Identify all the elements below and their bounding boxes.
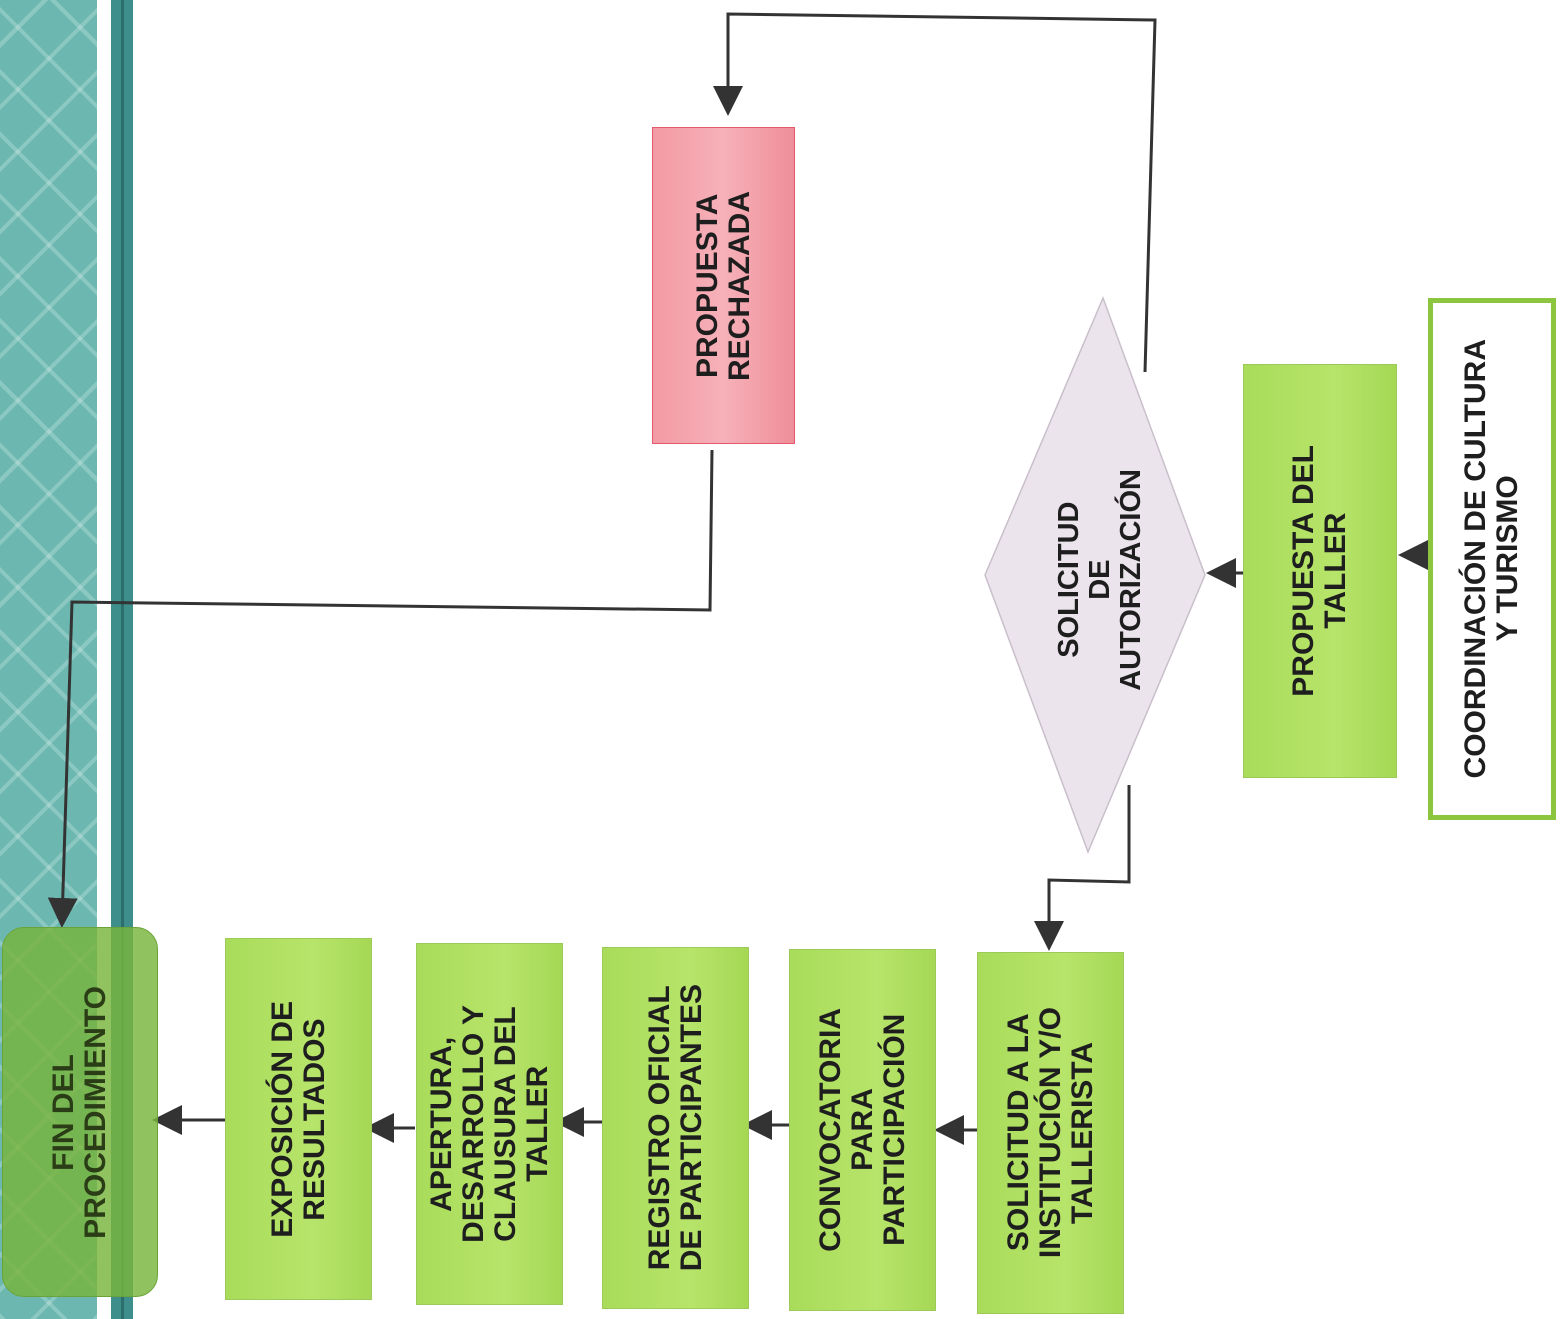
process-exposicion-resultados: EXPOSICIÓN DE RESULTADOS: [225, 938, 372, 1300]
process-propuesta-taller-label: PROPUESTA DEL TALLER: [1287, 445, 1352, 697]
decision-solicitud-autorizacion: SOLICITUD DE AUTORIZACIÓN: [1015, 390, 1185, 770]
connector-solicitud-to-institucion: [1034, 785, 1131, 951]
header-coordinacion-label: COORDINACIÓN DE CULTURA Y TURISMO: [1459, 339, 1524, 779]
process-exposicion-resultados-label: EXPOSICIÓN DE RESULTADOS: [265, 1000, 331, 1238]
process-convocatoria: CONVOCATORIA PARA PARTICIPACIÓN: [789, 949, 936, 1311]
process-registro-participantes-label: REGISTRO OFICIAL DE PARTICIPANTES: [642, 984, 708, 1272]
process-convocatoria-label: CONVOCATORIA PARA PARTICIPACIÓN: [813, 1008, 911, 1252]
border-divider-dark: [121, 0, 124, 1319]
header-coordinacion: COORDINACIÓN DE CULTURA Y TURISMO: [1428, 298, 1556, 820]
process-propuesta-rechazada: PROPUESTA RECHAZADA: [652, 127, 795, 444]
decision-diamond: [984, 295, 1206, 855]
connector-rechazada-to-fin: [47, 449, 714, 928]
process-propuesta-taller: PROPUESTA DEL TALLER: [1243, 364, 1397, 778]
process-propuesta-rechazada-label: PROPUESTA RECHAZADA: [690, 190, 756, 381]
terminator-fin-procedimiento: FIN DEL PROCEDIMIENTO: [2, 927, 158, 1297]
terminator-fin-procedimiento-label: FIN DEL PROCEDIMIENTO: [47, 985, 112, 1239]
connector-solicitud-to-rechazada: [713, 12, 1157, 373]
process-apertura-taller: APERTURA, DESARROLLO Y CLAUSURA DEL TALL…: [416, 943, 563, 1305]
process-solicitud-institucion-label: SOLICITUD A LA INSTITUCIÓN Y/O TALLERIST…: [1001, 1007, 1099, 1259]
process-solicitud-institucion: SOLICITUD A LA INSTITUCIÓN Y/O TALLERIST…: [977, 952, 1124, 1314]
process-apertura-taller-label: APERTURA, DESARROLLO Y CLAUSURA DEL TALL…: [424, 1005, 554, 1243]
process-registro-participantes: REGISTRO OFICIAL DE PARTICIPANTES: [602, 947, 749, 1309]
decision-solicitud-autorizacion-label: SOLICITUD DE AUTORIZACIÓN: [1052, 469, 1147, 691]
